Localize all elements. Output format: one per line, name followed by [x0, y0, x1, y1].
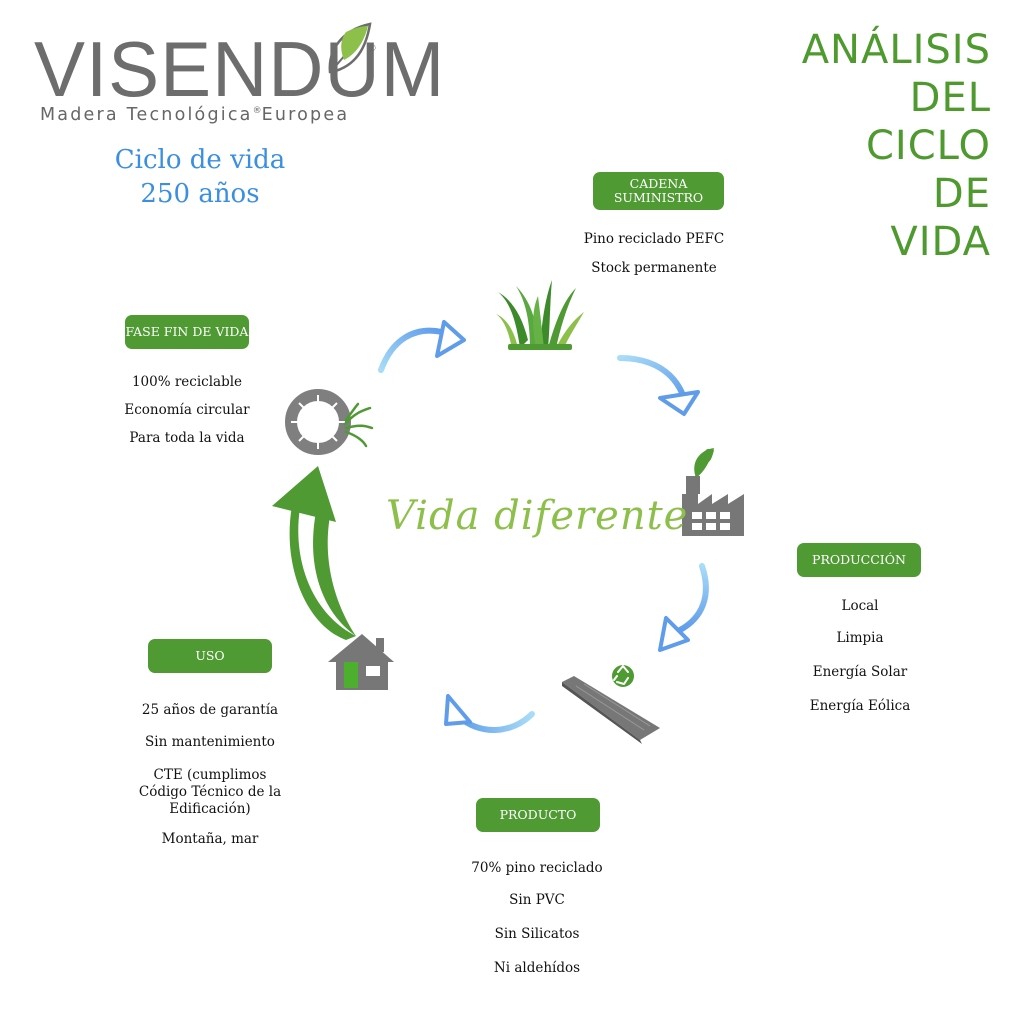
logo-tagline: Madera Tecnológica®Europea	[40, 105, 350, 125]
list-item: Sin mantenimiento	[145, 734, 275, 750]
label-supply-chain-line-1: CADENA	[629, 176, 688, 191]
product-items: 70% pino reciclado Sin PVC Sin Silicatos…	[462, 860, 612, 976]
list-item: CTE (cumplimos	[153, 767, 267, 783]
subtitle-line-1: Ciclo de vida	[114, 145, 286, 175]
cycle-arrow-1	[378, 320, 466, 373]
label-supply-chain: CADENA SUMINISTRO	[593, 172, 724, 210]
cycle-arrow-2	[617, 355, 700, 416]
list-item: Sin PVC	[509, 892, 565, 908]
list-item: Limpia	[836, 630, 884, 646]
logo-wordmark: VISENDUM	[34, 25, 446, 113]
list-item: Sin Silicatos	[494, 926, 580, 942]
grass-icon	[496, 280, 584, 350]
label-use: USO	[148, 639, 272, 673]
use-items: 25 años de garantía Sin mantenimiento CT…	[122, 702, 298, 847]
ring-icon	[285, 389, 374, 455]
cycle-arrow-4	[444, 694, 535, 733]
label-end-of-life: FASE FIN DE VIDA	[125, 315, 249, 349]
list-item: 100% reciclable	[131, 374, 243, 390]
title-line-2: DEL	[909, 75, 991, 121]
title-line-3: CICLO	[866, 123, 991, 169]
list-item: Energía Eólica	[809, 698, 911, 714]
list-item: Código Técnico de la	[138, 784, 282, 800]
label-product: PRODUCTO	[476, 798, 600, 832]
label-production: PRODUCCIÓN	[797, 543, 921, 577]
subtitle: Ciclo de vida 250 años	[100, 143, 300, 211]
logo-registered-mark: ®	[369, 43, 376, 53]
factory-icon	[682, 448, 744, 536]
subtitle-line-2: 250 años	[140, 179, 260, 209]
big-green-arrow	[272, 466, 356, 640]
list-item: Economía circular	[124, 402, 250, 418]
list-item: 25 años de garantía	[141, 702, 279, 718]
recycle-icon	[612, 665, 634, 687]
list-item: Pino reciclado PEFC	[583, 231, 725, 247]
list-item: Edificación)	[169, 801, 251, 817]
wood-plank-icon	[562, 676, 660, 744]
list-item: Stock permanente	[591, 260, 717, 276]
list-item: Montaña, mar	[161, 831, 259, 847]
label-supply-chain-line-2: SUMINISTRO	[613, 190, 704, 205]
leaf-icon	[328, 22, 372, 74]
end-of-life-items: 100% reciclable Economía circular Para t…	[112, 374, 262, 446]
list-item: Local	[841, 598, 879, 614]
title-line-1: ANÁLISIS	[801, 27, 991, 73]
list-item: Energía Solar	[812, 664, 908, 680]
list-item: Para toda la vida	[129, 430, 245, 446]
house-icon	[328, 634, 394, 690]
production-items: Local Limpia Energía Solar Energía Eólic…	[800, 598, 920, 714]
cycle-arrow-3	[658, 563, 709, 652]
title-line-4: DE	[932, 171, 991, 217]
title-line-5: VIDA	[890, 219, 991, 265]
center-tagline: Vida diferente	[386, 493, 689, 539]
supply-chain-items: Pino reciclado PEFC Stock permanente	[574, 231, 734, 276]
page-title: ANÁLISIS DEL CICLO DE VIDA	[802, 26, 991, 266]
list-item: 70% pino reciclado	[471, 860, 603, 876]
list-item: Ni aldehídos	[493, 960, 581, 976]
